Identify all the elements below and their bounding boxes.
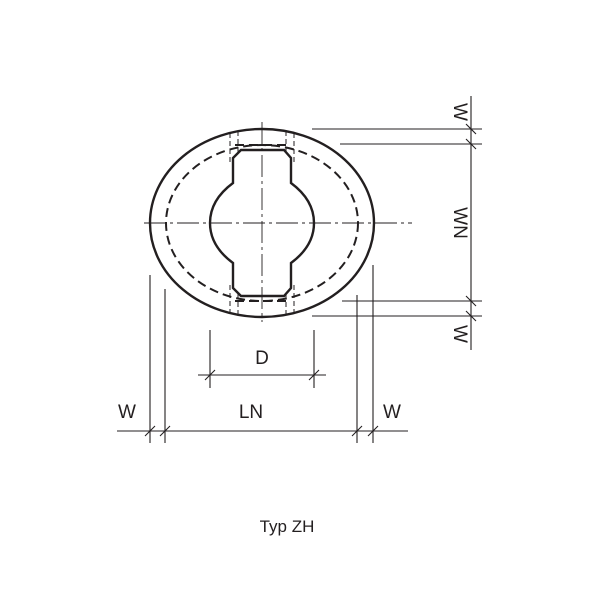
bottom-slot-hidden-lines: [229, 285, 295, 316]
label-d: D: [255, 348, 269, 369]
part-outline: [144, 122, 412, 322]
d-dimension: D: [198, 330, 326, 388]
caption: Typ ZH: [260, 517, 315, 536]
vertical-dimension-chain: W WN W: [312, 96, 482, 350]
label-w-left: W: [118, 402, 136, 423]
label-wn: WN: [449, 207, 470, 239]
bore-profile: [208, 148, 316, 298]
horizontal-dimension-chain: W LN W: [117, 265, 408, 443]
top-slot-hidden-lines: [229, 131, 295, 162]
label-w-top: W: [449, 103, 470, 121]
label-ln: LN: [239, 402, 263, 423]
label-w-bottom: W: [449, 325, 470, 343]
label-w-right: W: [383, 402, 401, 423]
